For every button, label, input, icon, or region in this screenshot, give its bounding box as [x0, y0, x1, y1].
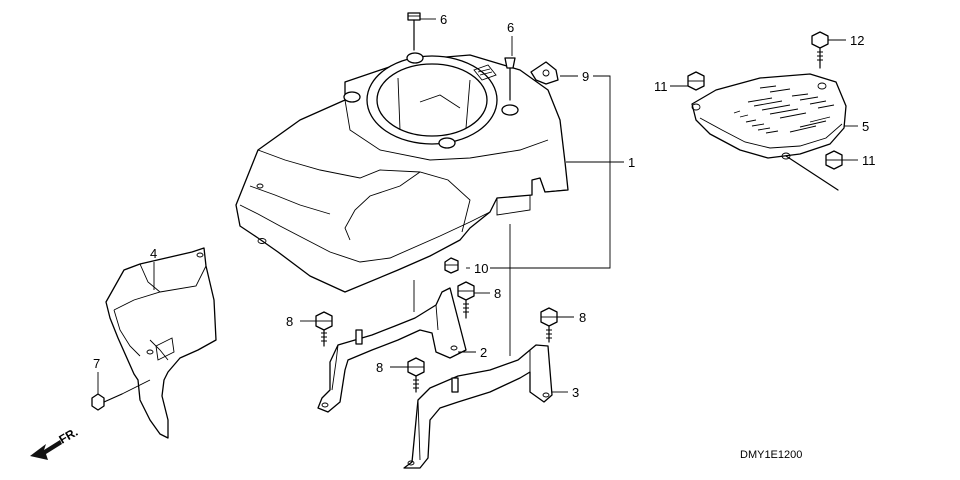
nut-11b	[825, 150, 843, 170]
callout-8-lower: 8	[376, 360, 383, 375]
clip-9	[530, 61, 559, 85]
callout-6b: 6	[507, 20, 514, 35]
bolt-8-left	[315, 311, 333, 347]
front-direction-arrow: FR.	[30, 425, 80, 460]
bolt-12	[811, 31, 829, 69]
nut-10	[444, 257, 459, 274]
leader-lines	[97, 18, 858, 394]
bolt-8-right	[540, 307, 558, 343]
callout-4: 4	[150, 246, 157, 261]
callout-3: 3	[572, 385, 579, 400]
callout-5: 5	[862, 119, 869, 134]
bracket-2	[317, 287, 467, 413]
callout-12: 12	[850, 33, 864, 48]
diagram-code: DMY1E1200	[740, 449, 802, 461]
callout-8-left: 8	[286, 314, 293, 329]
bolt-8-lower	[407, 357, 425, 393]
bracket-3	[403, 344, 553, 469]
grommet-6b	[504, 57, 516, 101]
baffle-4	[105, 247, 217, 439]
callout-8-upper: 8	[494, 286, 501, 301]
callout-9: 9	[582, 69, 589, 84]
callout-10: 10	[474, 261, 488, 276]
callout-11b: 11	[862, 153, 876, 168]
callout-2: 2	[480, 345, 487, 360]
bolt-6a	[407, 12, 421, 51]
callout-1: 1	[628, 155, 635, 170]
callout-8-right: 8	[579, 310, 586, 325]
callout-6a: 6	[440, 12, 447, 27]
callout-7: 7	[93, 356, 100, 371]
nut-11a	[687, 71, 705, 91]
fan-cover-shroud	[235, 52, 569, 293]
screen-5	[691, 73, 847, 191]
bolt-8-upper	[457, 281, 475, 319]
callout-11a: 11	[654, 79, 668, 94]
